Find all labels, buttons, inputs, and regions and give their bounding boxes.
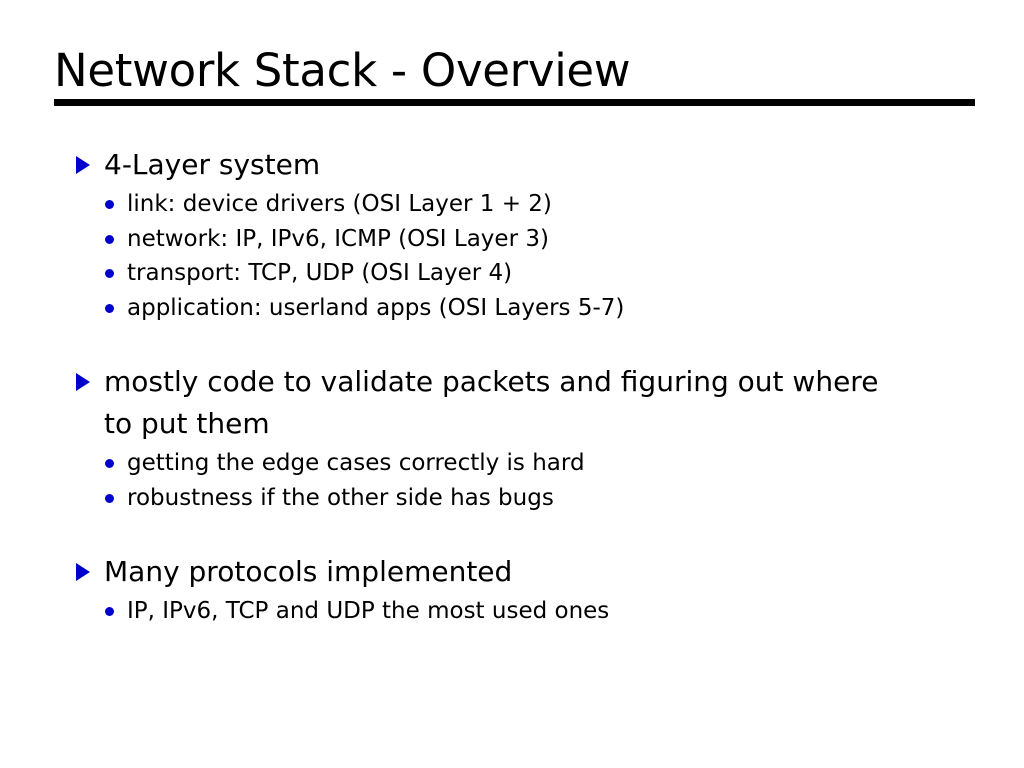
bullet-level2-label: transport: TCP, UDP (OSI Layer 4) xyxy=(127,260,513,286)
bullet-level2-label: IP, IPv6, TCP and UDP the most used ones xyxy=(127,598,610,624)
slide-body: 4-Layer system link: device drivers (OSI… xyxy=(0,144,1024,629)
dot-bullet-icon xyxy=(105,493,114,503)
bullet-level1: mostly code to validate packets and figu… xyxy=(0,361,1024,445)
bullet-level1-label: 4-Layer system xyxy=(104,148,321,181)
content-block: 4-Layer system link: device drivers (OSI… xyxy=(0,144,1024,325)
bullet-level2: robustness if the other side has bugs xyxy=(0,481,1024,516)
sub-bullet-list: link: device drivers (OSI Layer 1 + 2) n… xyxy=(0,187,1024,325)
bullet-level2: application: userland apps (OSI Layers 5… xyxy=(0,291,1024,326)
bullet-level2: getting the edge cases correctly is hard xyxy=(0,446,1024,481)
dot-bullet-icon xyxy=(105,303,114,313)
triangle-bullet-icon xyxy=(76,373,90,391)
title-area: Network Stack - Overview xyxy=(54,47,975,106)
bullet-level1-label: mostly code to validate packets and figu… xyxy=(104,365,879,440)
bullet-level1: 4-Layer system xyxy=(0,144,1024,186)
bullet-level1: Many protocols implemented xyxy=(0,551,1024,593)
dot-bullet-icon xyxy=(105,459,114,468)
page-title: Network Stack - Overview xyxy=(54,44,631,97)
sub-bullet-list: getting the edge cases correctly is hard… xyxy=(0,446,1024,515)
sub-bullet-list: IP, IPv6, TCP and UDP the most used ones xyxy=(0,594,1024,629)
dot-bullet-icon xyxy=(105,607,114,616)
content-block: Many protocols implemented IP, IPv6, TCP… xyxy=(0,551,1024,629)
triangle-bullet-icon xyxy=(76,156,90,174)
dot-bullet-icon xyxy=(105,269,114,278)
bullet-level2: IP, IPv6, TCP and UDP the most used ones xyxy=(0,594,1024,629)
bullet-level2: link: device drivers (OSI Layer 1 + 2) xyxy=(0,187,1024,222)
title-underline-rule xyxy=(54,98,975,106)
bullet-level2-label: robustness if the other side has bugs xyxy=(127,484,554,511)
bullet-level2-label: application: userland apps (OSI Layers 5… xyxy=(127,294,625,321)
bullet-level2: network: IP, IPv6, ICMP (OSI Layer 3) xyxy=(0,222,1024,257)
bullet-level2-label: link: device drivers (OSI Layer 1 + 2) xyxy=(127,191,552,217)
bullet-level2-label: network: IP, IPv6, ICMP (OSI Layer 3) xyxy=(127,225,549,252)
bullet-level1-label: Many protocols implemented xyxy=(104,555,513,588)
dot-bullet-icon xyxy=(105,200,114,209)
bullet-level2: transport: TCP, UDP (OSI Layer 4) xyxy=(0,256,1024,291)
bullet-level2-label: getting the edge cases correctly is hard xyxy=(127,450,585,476)
dot-bullet-icon xyxy=(105,234,114,244)
content-block: mostly code to validate packets and figu… xyxy=(0,361,1024,515)
triangle-bullet-icon xyxy=(76,563,90,581)
